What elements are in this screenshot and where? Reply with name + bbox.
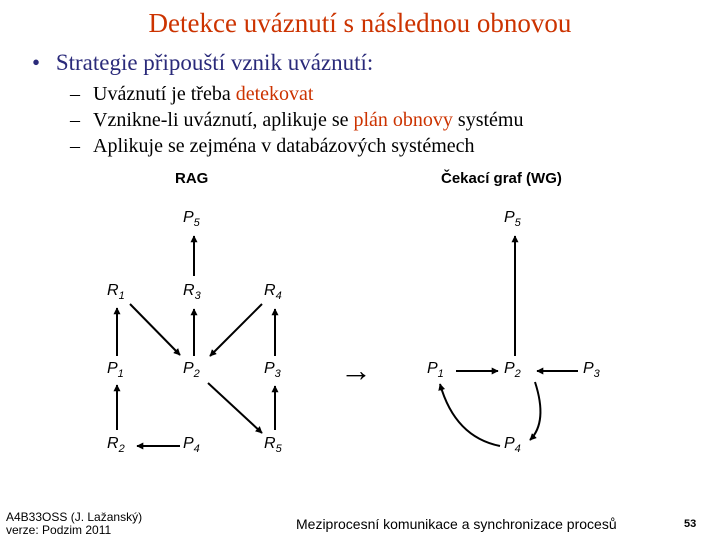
- footer-course: A4B33OSS (J. Lažanský): [6, 510, 143, 524]
- rag-node-p4: P4: [183, 435, 200, 455]
- rag-node-r3: R3: [183, 282, 201, 302]
- edge-r1-p2: [129, 303, 181, 356]
- node-letter: P: [504, 209, 515, 226]
- rag-node-p3: P3: [264, 360, 281, 380]
- node-index: 4: [275, 290, 282, 302]
- node-index: 4: [193, 443, 200, 455]
- sub-item-text: Vznikne-li uváznutí, aplikuje se plán ob…: [93, 109, 523, 131]
- node-letter: R: [264, 435, 276, 452]
- sub-item-text: Aplikuje se zejména v databázových systé…: [93, 135, 475, 157]
- rag-node-p5: P5: [183, 209, 200, 229]
- node-letter: P: [583, 360, 594, 377]
- node-index: 2: [193, 368, 200, 380]
- sub-item-dash: –: [70, 83, 80, 105]
- rag-label: RAG: [175, 170, 209, 187]
- footer-version: verze: Podzim 2011: [6, 523, 112, 537]
- footer-topic: Meziprocesní komunikace a synchronizace …: [296, 516, 617, 532]
- sub-item-detect: – Uváznutí je třeba detekovat: [70, 83, 313, 106]
- node-index: 4: [514, 443, 521, 455]
- node-letter: P: [427, 360, 438, 377]
- node-letter: P: [183, 360, 194, 377]
- main-bullet: • Strategie připouští vznik uváznutí:: [32, 50, 373, 76]
- sub-item-text-pre: Vznikne-li uváznutí, aplikuje se: [93, 109, 354, 131]
- bullet-text: Strategie připouští vznik uváznutí:: [55, 50, 374, 75]
- sub-item-databases: – Aplikuje se zejména v databázových sys…: [70, 135, 475, 158]
- wg-node-p1: P1: [427, 360, 444, 380]
- edge-p2-r5: [207, 382, 263, 434]
- node-index: 1: [117, 368, 124, 380]
- node-index: 2: [118, 443, 125, 455]
- rag-node-r1: R1: [107, 282, 125, 302]
- bullet-marker: •: [32, 50, 41, 75]
- transform-arrow: →: [340, 352, 372, 388]
- wg-node-p3: P3: [583, 360, 600, 380]
- node-index: 3: [593, 368, 600, 380]
- sub-item-text: Uváznutí je třeba detekovat: [93, 83, 313, 105]
- wg-node-p2: P2: [504, 360, 521, 380]
- node-letter: P: [504, 435, 515, 452]
- node-letter: P: [183, 209, 194, 226]
- node-letter: R: [264, 282, 276, 299]
- node-index: 5: [193, 217, 200, 229]
- sub-item-dash: –: [70, 135, 80, 157]
- page-number: 53: [684, 518, 697, 530]
- node-index: 2: [514, 368, 521, 380]
- node-letter: R: [107, 435, 119, 452]
- rag-node-r5: R5: [264, 435, 282, 455]
- wg-edge-p2-p4: [529, 381, 542, 441]
- node-letter: P: [264, 360, 275, 377]
- edge-r4-p2: [209, 303, 263, 357]
- node-letter: P: [504, 360, 515, 377]
- node-letter: P: [183, 435, 194, 452]
- node-letter: P: [107, 360, 118, 377]
- wg-node-p5: P5: [504, 209, 521, 229]
- sub-item-highlight: plán obnovy: [353, 109, 453, 131]
- rag-node-r4: R4: [264, 282, 282, 302]
- node-letter: R: [107, 282, 119, 299]
- sub-item-text-post: systému: [452, 109, 524, 131]
- node-index: 3: [274, 368, 281, 380]
- node-index: 5: [275, 443, 282, 455]
- sub-item-text-pre: Aplikuje se zejména v databázových systé…: [93, 135, 475, 157]
- sub-item-highlight: detekovat: [235, 83, 314, 105]
- slide-title: Detekce uváznutí s následnou obnovou: [148, 8, 572, 38]
- node-index: 1: [437, 368, 444, 380]
- sub-item-dash: –: [70, 109, 80, 131]
- sub-item-recovery: – Vznikne-li uváznutí, aplikuje se plán …: [70, 109, 523, 132]
- rag-node-p1: P1: [107, 360, 124, 380]
- sub-item-text-pre: Uváznutí je třeba: [93, 83, 236, 105]
- node-index: 5: [514, 217, 521, 229]
- node-index: 3: [194, 290, 201, 302]
- node-letter: R: [183, 282, 195, 299]
- wg-label: Čekací graf (WG): [441, 170, 562, 187]
- node-index: 1: [118, 290, 125, 302]
- footer-course-info: A4B33OSS (J. Lažanský) verze: Podzim 201…: [6, 511, 142, 537]
- rag-node-p2: P2: [183, 360, 200, 380]
- wg-edge-p4-p1: [438, 383, 501, 447]
- wg-node-p4: P4: [504, 435, 521, 455]
- rag-node-r2: R2: [107, 435, 125, 455]
